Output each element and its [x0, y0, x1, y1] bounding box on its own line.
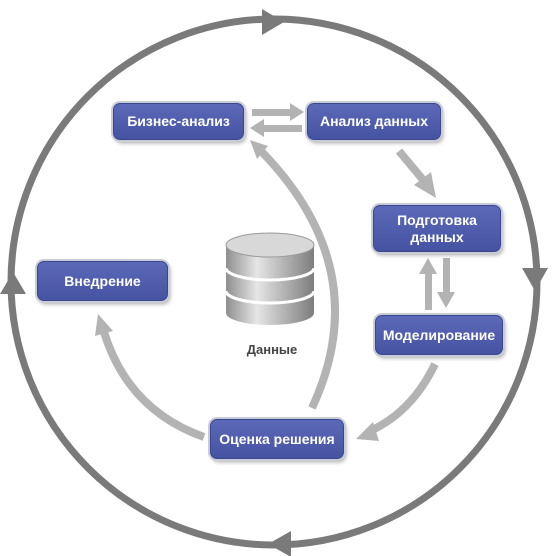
node-evaluation: Оценка решения [210, 419, 344, 459]
node-data-analysis: Анализ данных [307, 103, 441, 140]
node-deployment: Внедрение [37, 261, 168, 301]
ring-arrowhead-left [0, 272, 26, 294]
node-label: Подготовка данных [397, 211, 477, 245]
database-label: Данные [246, 342, 298, 357]
arrow-analysis-to-business [250, 119, 302, 137]
ring-arrowhead-top [262, 9, 284, 35]
ring-arrowhead-right [522, 268, 548, 291]
arrow-model-to-prep [419, 258, 437, 310]
node-data-preparation: Подготовка данных [373, 205, 501, 252]
ring-arrowhead-bottom [268, 531, 291, 556]
node-business-analysis: Бизнес-анализ [113, 103, 244, 140]
node-label: Бизнес-анализ [127, 113, 230, 129]
node-label: Моделирование [382, 326, 496, 343]
database-icon [224, 232, 316, 325]
arrow-business-to-analysis [252, 103, 304, 121]
node-label: Анализ данных [319, 113, 429, 129]
node-modeling: Моделирование [375, 315, 503, 355]
arrow-eval-to-deploy [95, 314, 206, 441]
arrow-analysis-to-prep [395, 148, 436, 198]
node-label: Оценка решения [219, 430, 335, 447]
node-label: Внедрение [64, 272, 141, 289]
arrow-model-to-eval [356, 362, 439, 441]
arrow-eval-to-business [250, 140, 339, 410]
arrow-prep-to-model [437, 258, 455, 308]
